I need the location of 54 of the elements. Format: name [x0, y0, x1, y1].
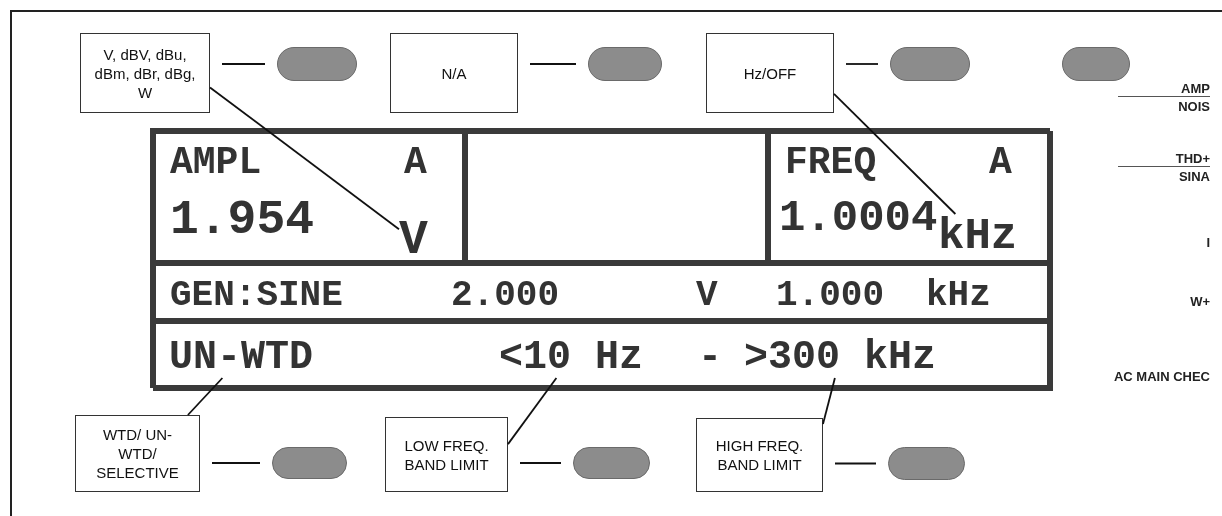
display-readout: V — [696, 278, 718, 314]
display-readout: <10 Hz — [499, 338, 644, 378]
key-label: AC MAIN CHEC — [1112, 370, 1210, 384]
display-row — [153, 263, 1053, 321]
key-label: I — [1205, 236, 1210, 250]
display-row — [153, 321, 1053, 391]
display-readout: >300 kHz — [744, 338, 937, 378]
display-row — [768, 131, 1053, 263]
soft-key — [272, 447, 347, 479]
leader-line — [822, 377, 836, 425]
display-readout: GEN:SINE — [170, 278, 343, 314]
callout-box: V, dBV, dBu, dBm, dBr, dBg, W — [80, 33, 210, 113]
soft-key — [277, 47, 357, 81]
soft-key — [588, 47, 662, 81]
connector-line — [845, 63, 879, 65]
display-readout: 2.000 — [451, 278, 560, 314]
display-readout: A — [989, 144, 1012, 182]
connector-line — [519, 462, 562, 464]
connector-line — [529, 63, 577, 65]
key-label: AMP — [1118, 82, 1210, 97]
connector-line — [221, 63, 266, 65]
soft-key — [1062, 47, 1130, 81]
display-readout: V — [399, 216, 428, 264]
display-cell — [465, 131, 768, 263]
leader-line — [187, 377, 224, 416]
leader-line — [209, 86, 400, 231]
display-readout: A — [404, 144, 427, 182]
callout-box: N/A — [390, 33, 518, 113]
connector-line — [211, 462, 261, 464]
display-readout: AMPL — [170, 144, 262, 182]
key-label: NOIS — [1177, 100, 1210, 114]
display-readout: 1.000 — [776, 278, 885, 314]
display-readout: - — [698, 338, 722, 378]
display-readout: 1.0004 — [779, 196, 938, 240]
lcd-display — [150, 128, 1050, 388]
soft-key — [890, 47, 970, 81]
display-readout: FREQ — [785, 144, 877, 182]
display-readout: 1.954 — [170, 196, 315, 244]
display-row — [153, 131, 465, 263]
leader-line — [833, 93, 957, 215]
display-readout: kHz — [926, 278, 991, 314]
callout-box: Hz/OFF — [706, 33, 834, 113]
leader-line — [507, 377, 558, 445]
display-readout: kHz — [938, 214, 1018, 258]
key-label: SINA — [1177, 170, 1210, 184]
key-label: W+ — [1189, 295, 1210, 309]
display-readout: UN-WTD — [169, 338, 314, 378]
key-label: THD+ — [1118, 152, 1210, 167]
callout-box: WTD/ UN-WTD/ SELECTIVE — [75, 415, 200, 492]
callout-box: HIGH FREQ. BAND LIMIT — [696, 418, 823, 492]
connector-line — [834, 462, 877, 465]
callout-box: LOW FREQ. BAND LIMIT — [385, 417, 508, 492]
soft-key — [573, 447, 650, 479]
soft-key — [888, 447, 965, 480]
